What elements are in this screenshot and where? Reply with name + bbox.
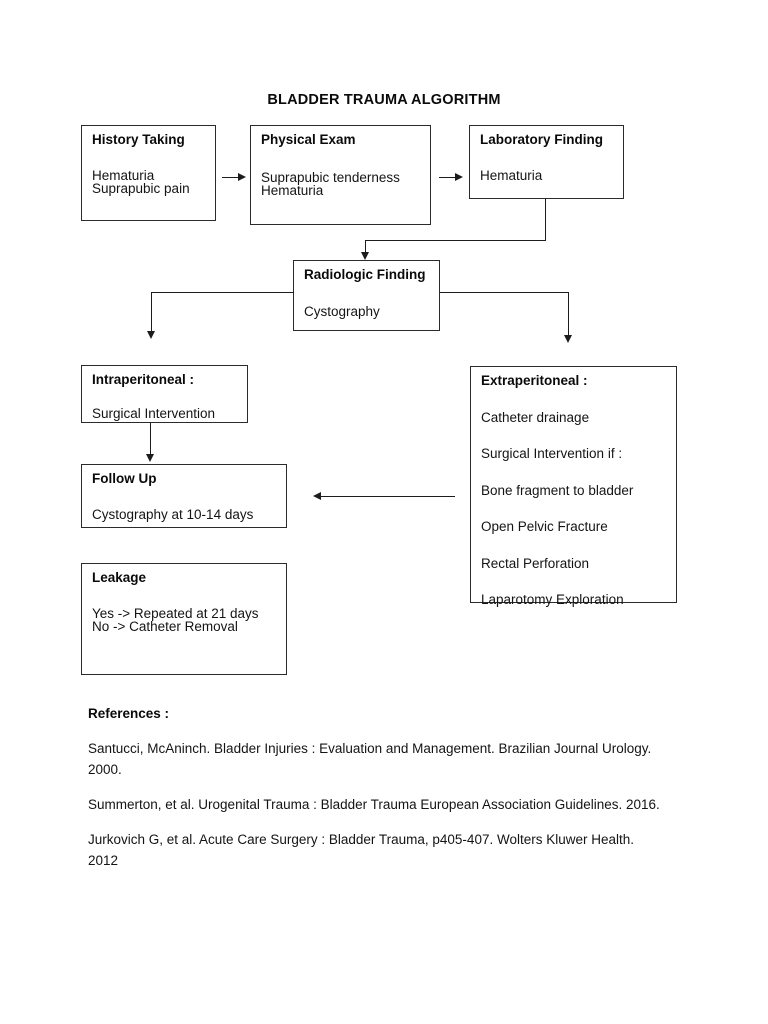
node-extraperitoneal-line-5: Rectal Perforation — [481, 555, 590, 571]
connector-radiologic-to-intraperitoneal-vertical — [151, 292, 152, 332]
connector-radiologic-to-intraperitoneal-horizontal — [151, 292, 294, 293]
node-follow-up-line-1: Cystography at 10-14 days — [92, 506, 254, 522]
connector-extraperitoneal-to-followup — [321, 496, 455, 497]
reference-item-1: Santucci, McAninch. Bladder Injuries : E… — [88, 741, 652, 777]
arrowhead-into-followup-from-extraperitoneal — [313, 491, 321, 500]
arrowhead-into-radiologic — [360, 252, 369, 260]
connector-laboratory-to-radiologic-horizontal — [365, 240, 546, 241]
reference-item-2: Summerton, et al. Urogenital Trauma : Bl… — [88, 796, 660, 812]
node-physical-exam: Physical Exam Suprapubic tenderness Hema… — [250, 125, 431, 225]
node-leakage-line-2: No -> Catheter Removal — [92, 619, 238, 634]
node-radiologic-finding: Radiologic Finding Cystography — [293, 260, 440, 331]
references-heading: References : — [88, 706, 170, 721]
node-extraperitoneal-line-1: Catheter drainage — [481, 409, 590, 425]
node-extraperitoneal-line-4: Open Pelvic Fracture — [481, 519, 608, 534]
connector-intraperitoneal-to-followup — [150, 423, 151, 455]
node-radiologic-finding-line-1: Cystography — [304, 303, 380, 319]
node-extraperitoneal-line-2: Surgical Intervention if : — [481, 446, 623, 461]
arrowhead-into-intraperitoneal — [146, 331, 155, 339]
arrowhead-history-to-physical — [238, 172, 246, 181]
references-section: References : Santucci, McAninch. Bladder… — [88, 706, 663, 872]
node-intraperitoneal-header: Intraperitoneal : — [92, 372, 195, 387]
connector-physical-to-laboratory — [439, 177, 455, 178]
reference-item-3: Jurkovich G, et al. Acute Care Surgery :… — [88, 831, 635, 868]
node-follow-up-header: Follow Up — [92, 471, 157, 486]
node-radiologic-finding-header: Radiologic Finding — [304, 267, 426, 282]
node-leakage: Leakage Yes -> Repeated at 21 days No ->… — [81, 563, 287, 675]
node-intraperitoneal-line-1: Surgical Intervention — [92, 405, 216, 421]
node-laboratory-finding-line-1: Hematuria — [480, 167, 543, 183]
connector-laboratory-down — [545, 199, 546, 241]
node-physical-exam-header: Physical Exam — [261, 132, 356, 147]
node-laboratory-finding-header: Laboratory Finding — [480, 132, 603, 147]
arrowhead-physical-to-laboratory — [455, 172, 463, 181]
node-extraperitoneal: Extraperitoneal : Catheter drainage Surg… — [470, 366, 677, 606]
connector-radiologic-down — [365, 240, 366, 253]
node-leakage-line-1: Yes -> Repeated at 21 days — [92, 605, 259, 621]
node-extraperitoneal-line-3: Bone fragment to bladder — [481, 482, 634, 498]
connector-radiologic-to-extraperitoneal-vertical — [568, 292, 569, 336]
node-physical-exam-line-1: Suprapubic tenderness — [261, 169, 400, 185]
node-history-taking-line-2: Suprapubic pain — [92, 181, 190, 196]
node-history-taking-line-1: Hematuria — [92, 167, 155, 183]
node-physical-exam-line-2: Hematuria — [261, 183, 324, 198]
node-history-taking-header: History Taking — [92, 132, 185, 147]
node-extraperitoneal-header: Extraperitoneal : — [481, 373, 588, 388]
arrowhead-into-extraperitoneal — [563, 335, 572, 343]
node-leakage-header: Leakage — [92, 570, 147, 585]
node-laboratory-finding: Laboratory Finding Hematuria — [469, 125, 624, 199]
connector-radiologic-to-extraperitoneal-horizontal — [440, 292, 569, 293]
arrowhead-into-followup — [145, 454, 154, 462]
node-history-taking: History Taking Hematuria Suprapubic pain — [81, 125, 216, 221]
connector-history-to-physical — [222, 177, 238, 178]
node-extraperitoneal-line-6: Laparotomy Exploration — [481, 592, 624, 607]
page-title: BLADDER TRAUMA ALGORITHM — [267, 92, 501, 108]
node-follow-up: Follow Up Cystography at 10-14 days — [81, 464, 287, 528]
node-intraperitoneal: Intraperitoneal : Surgical Intervention — [81, 365, 248, 423]
